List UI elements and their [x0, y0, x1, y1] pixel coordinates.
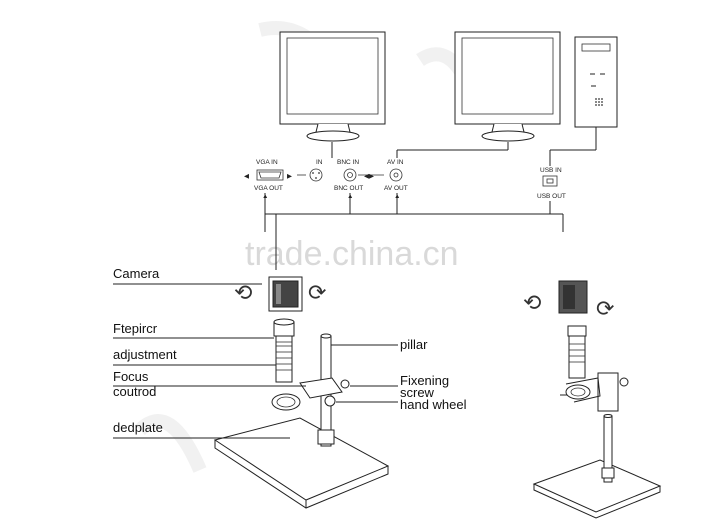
av-in-label: AV IN: [387, 159, 404, 166]
label-adjustment: adjustment: [113, 347, 177, 362]
vga-in-label: VGA IN: [256, 159, 278, 166]
bnc-in-label: BNC IN: [337, 159, 359, 166]
rotate-right-icon: ⟳: [596, 296, 614, 321]
right-callouts: pillar Fixening screw hand wheel: [331, 337, 467, 412]
left-callouts: Camera Ftepircr adjustment Focus coutrod…: [113, 266, 306, 439]
monitor-2-icon: [454, 31, 561, 142]
usb-in-label: USB IN: [540, 167, 562, 174]
rotate-left-icon: ⟲: [523, 290, 541, 315]
rotate-right-icon: ⟳: [308, 280, 326, 305]
up-arrow-icon: ▲: [347, 193, 353, 200]
connection-lines: [264, 127, 597, 270]
port-panel: VGA IN ◀ ▶ VGA OUT IN BNC IN BNC OUT ◀▶ …: [244, 159, 566, 200]
usb-port-icon: [542, 175, 558, 187]
bnc-out-label: BNC OUT: [334, 185, 363, 192]
usb-out-label: USB OUT: [537, 193, 566, 200]
vga-port-icon: [256, 169, 284, 181]
label-camera: Camera: [113, 266, 160, 281]
av-port-icon: [389, 168, 403, 182]
vga-arrow-left-icon: ◀: [244, 173, 250, 180]
din-port-icon: [309, 168, 323, 182]
bnc-arrow-icon: ◀▶: [364, 173, 375, 180]
vga-out-label: VGA OUT: [254, 185, 283, 192]
vga-arrow-right-icon: ▶: [287, 173, 293, 180]
label-pillar: pillar: [400, 337, 428, 352]
in-label: IN: [316, 159, 323, 166]
watermark: trade.china.cn: [245, 235, 459, 273]
label-dedplate: dedplate: [113, 420, 163, 435]
microscope-stand-left: ⟲ ⟳: [213, 276, 390, 509]
pc-tower-icon: [574, 36, 618, 128]
label-fixening: Fixening: [400, 373, 449, 388]
up-arrow-icon: ▲: [262, 193, 268, 200]
label-hand-wheel: hand wheel: [400, 397, 467, 412]
label-ftepircr: Ftepircr: [113, 321, 158, 336]
monitor-1-icon: [279, 31, 386, 142]
bnc-port-icon: [343, 168, 357, 182]
up-arrow-icon: ▲: [394, 193, 400, 200]
label-focus: Focus: [113, 369, 149, 384]
label-screw: screw: [400, 385, 435, 400]
microscope-stand-right: ⟲ ⟳: [523, 280, 662, 519]
label-coutrod: coutrod: [113, 384, 156, 399]
av-out-label: AV OUT: [384, 185, 408, 192]
rotate-left-icon: ⟲: [234, 280, 252, 305]
